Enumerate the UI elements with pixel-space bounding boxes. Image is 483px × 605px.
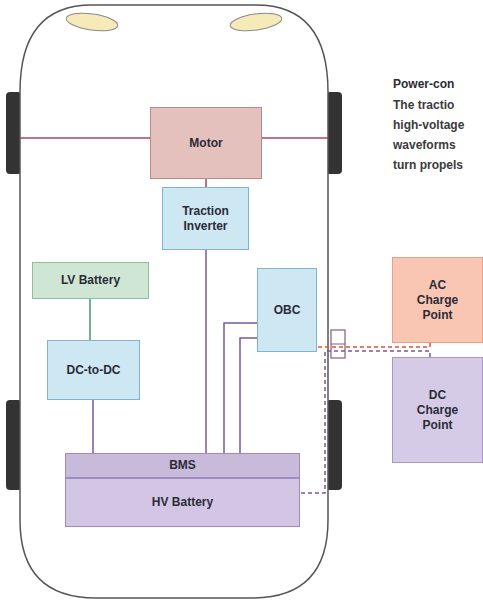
component-box: HV Battery [65, 478, 300, 527]
component-label: Traction Inverter [171, 204, 241, 234]
text-wrap: OBC [274, 303, 301, 318]
power-line [205, 250, 207, 453]
text-wrap: AC Charge Point [411, 278, 465, 323]
component-box: Motor [150, 107, 262, 179]
text-wrap: Traction Inverter [171, 204, 241, 234]
body-text-line: The tractio [393, 98, 454, 112]
component-label: AC Charge Point [411, 278, 465, 323]
text-wrap: BMS [169, 458, 196, 473]
power-line [92, 400, 94, 453]
car-body [20, 5, 328, 598]
component-box: AC Charge Point [392, 257, 483, 343]
component-box: DC-to-DC [47, 340, 140, 400]
section-heading: Power-con [393, 77, 454, 91]
text-wrap: DC Charge Point [411, 388, 465, 433]
power-line [89, 299, 91, 340]
body-text-line: waveforms [393, 138, 456, 152]
text-wrap: DC-to-DC [67, 363, 121, 378]
headlight [229, 10, 283, 33]
power-line [205, 179, 207, 187]
power-wire [240, 338, 257, 453]
charging-line [317, 343, 430, 347]
component-box: LV Battery [32, 262, 149, 299]
body-text-line: turn propels [393, 158, 463, 172]
component-label: HV Battery [152, 495, 213, 510]
component-label: DC Charge Point [411, 388, 465, 433]
component-label: BMS [169, 458, 196, 473]
power-line [224, 323, 257, 453]
component-label: OBC [274, 303, 301, 318]
text-wrap: Motor [189, 136, 222, 151]
drive-shaft [20, 137, 150, 139]
component-box: OBC [257, 268, 317, 352]
component-box: Traction Inverter [162, 187, 249, 250]
drive-shaft [262, 137, 328, 139]
charge-port-divider [331, 344, 345, 345]
component-label: LV Battery [61, 273, 120, 288]
headlight [65, 10, 119, 33]
text-wrap: HV Battery [152, 495, 213, 510]
component-label: Motor [189, 136, 222, 151]
text-wrap: LV Battery [61, 273, 120, 288]
component-box: DC Charge Point [392, 357, 483, 463]
charge-port [331, 330, 345, 358]
component-box: BMS [65, 453, 300, 478]
component-label: DC-to-DC [67, 363, 121, 378]
body-text-line: high-voltage [393, 118, 464, 132]
